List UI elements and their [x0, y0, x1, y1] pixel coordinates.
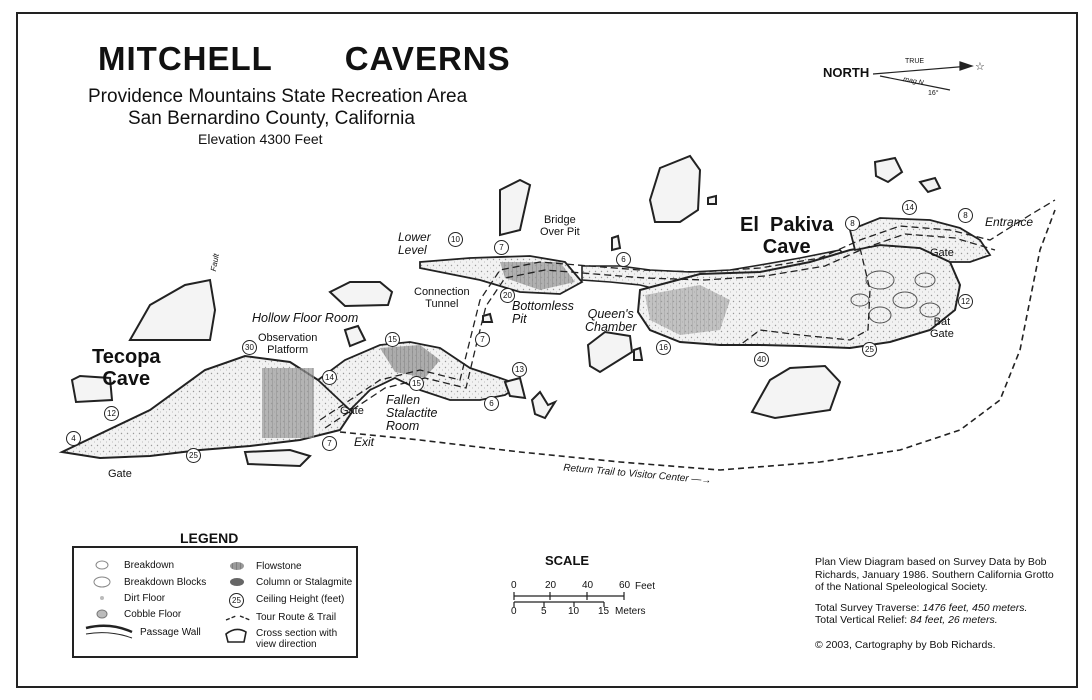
el-pakiva-cave-label: El Pakiva Cave	[740, 214, 834, 258]
tecopa-entrance-gate-label: Gate	[108, 468, 132, 480]
traverse-value: 1476 feet, 450 meters.	[922, 601, 1028, 614]
credits-block: Plan View Diagram based on Survey Data b…	[815, 556, 1065, 651]
bottomless-pit-flowstone	[500, 262, 575, 290]
scale-feet-tick: 0	[511, 580, 517, 591]
scale-feet-tick: 40	[582, 580, 594, 591]
legend-breakdown: Breakdown	[124, 560, 175, 571]
ceiling-height-marker: 20	[500, 288, 515, 303]
ceiling-height-marker: 16	[656, 340, 671, 355]
bridge-over-pit-label: Bridge Over Pit	[540, 214, 580, 238]
ceiling-height-marker: 40	[754, 352, 769, 367]
map-subtitle-area: Providence Mountains State Recreation Ar…	[88, 86, 468, 107]
scale-meter-tick: 15	[598, 606, 610, 617]
legend-box	[72, 546, 358, 658]
entrance-gate-label: Gate	[930, 247, 954, 259]
credits-copyright: © 2003, Cartography by Bob Richards.	[815, 638, 996, 651]
observation-platform-label: Observation Platform	[258, 332, 318, 356]
legend-ceiling-symbol: 25	[229, 593, 244, 608]
scale-title: SCALE	[545, 553, 590, 568]
map-title: MITCHELL CAVERNS	[98, 40, 511, 77]
scale-meter-unit: Meters	[615, 606, 646, 617]
entrance-label: Entrance	[985, 215, 1034, 229]
ceiling-height-marker: 25	[186, 448, 201, 463]
credits-relief: Total Vertical Relief: 84 feet, 26 meter…	[815, 614, 1065, 627]
ceiling-height-marker: 15	[385, 332, 400, 347]
cross-sections	[70, 154, 942, 468]
ceiling-height-marker: 8	[845, 216, 860, 231]
legend-ceiling-height: Ceiling Height (feet)	[256, 594, 345, 605]
tecopa-cave-label: Tecopa Cave	[92, 346, 161, 390]
north-label: NORTH	[823, 65, 870, 80]
legend-passage-wall: Passage Wall	[140, 627, 201, 638]
ceiling-height-marker: 7	[322, 436, 337, 451]
true-north-label: TRUE	[905, 58, 925, 65]
map-subtitle-county: San Bernardino County, California	[128, 108, 415, 129]
ceiling-height-marker: 4	[66, 431, 81, 446]
scale-feet-unit: Feet	[635, 581, 656, 592]
ceiling-height-marker: 12	[958, 294, 973, 309]
declination-label: 16°	[928, 90, 939, 97]
legend-cobble-floor: Cobble Floor	[124, 609, 182, 620]
connection-tunnel-label: Connection Tunnel	[414, 286, 470, 310]
fallen-stalactite-room-label: Fallen Stalactite Room	[386, 393, 438, 433]
scale-meter-tick: 10	[568, 606, 580, 617]
return-trail	[339, 209, 1056, 471]
queens-chamber-flowstone	[645, 285, 730, 335]
map-elevation: Elevation 4300 Feet	[198, 131, 323, 147]
breakdown-blocks	[850, 270, 941, 324]
ceiling-height-marker: 15	[409, 376, 424, 391]
credits-survey-source: Plan View Diagram based on Survey Data b…	[815, 556, 1054, 593]
traverse-label: Total Survey Traverse:	[815, 601, 920, 614]
legend-column: Column or Stalagmite	[256, 577, 353, 588]
scale-feet-tick: 20	[545, 580, 557, 591]
ceiling-height-marker: 13	[512, 362, 527, 377]
ceiling-height-marker: 25	[862, 342, 877, 357]
scale-meter-tick: 5	[541, 606, 547, 617]
ceiling-height-marker: 6	[484, 396, 499, 411]
room-flowstone	[380, 345, 440, 378]
legend-flowstone: Flowstone	[256, 561, 302, 572]
svg-text:☆: ☆	[975, 60, 985, 73]
tour-route	[319, 199, 1056, 429]
scale-bar-graphic	[513, 592, 625, 607]
entrance-passage	[848, 217, 992, 263]
bat-gate-label: Bat Gate	[930, 316, 954, 340]
scale-meter-tick: 0	[511, 606, 517, 617]
ceiling-height-marker: 14	[902, 200, 917, 215]
credits-traverse: Total Survey Traverse: 1476 feet, 450 me…	[815, 602, 1065, 615]
exit-label: Exit	[354, 435, 375, 449]
ceiling-height-marker: 14	[322, 370, 337, 385]
scale-feet-tick: 60	[619, 580, 631, 591]
lower-level-label: Lower Level	[398, 230, 431, 257]
map-frame	[16, 12, 1078, 688]
ceiling-height-marker: 30	[242, 340, 257, 355]
ceiling-height-marker: 12	[104, 406, 119, 421]
legend-breakdown-blocks: Breakdown Blocks	[124, 577, 207, 588]
legend-cross-section: Cross section with view direction	[256, 628, 338, 650]
ceiling-height-marker: 6	[616, 252, 631, 267]
legend-symbols	[85, 560, 251, 643]
observation-platform-flowstone	[262, 368, 314, 438]
ceiling-height-marker: 10	[448, 232, 463, 247]
ceiling-height-marker: 8	[958, 208, 973, 223]
hollow-floor-room-label: Hollow Floor Room	[252, 311, 359, 325]
north-arrow-graphic: ☆	[872, 60, 985, 91]
legend-dirt-floor: Dirt Floor	[124, 593, 166, 604]
relief-label: Total Vertical Relief:	[815, 614, 908, 626]
legend-title: LEGEND	[180, 530, 239, 546]
ceiling-height-marker: 7	[494, 240, 509, 255]
relief-value: 84 feet, 26 meters.	[910, 614, 998, 626]
tecopa-gate-label: Gate	[340, 405, 364, 417]
legend-tour-route: Tour Route & Trail	[256, 612, 337, 623]
bottomless-pit-label: Bottomless Pit	[512, 299, 574, 326]
queens-chamber-label: Queen's Chamber	[585, 307, 637, 334]
ceiling-height-marker: 7	[475, 332, 490, 347]
